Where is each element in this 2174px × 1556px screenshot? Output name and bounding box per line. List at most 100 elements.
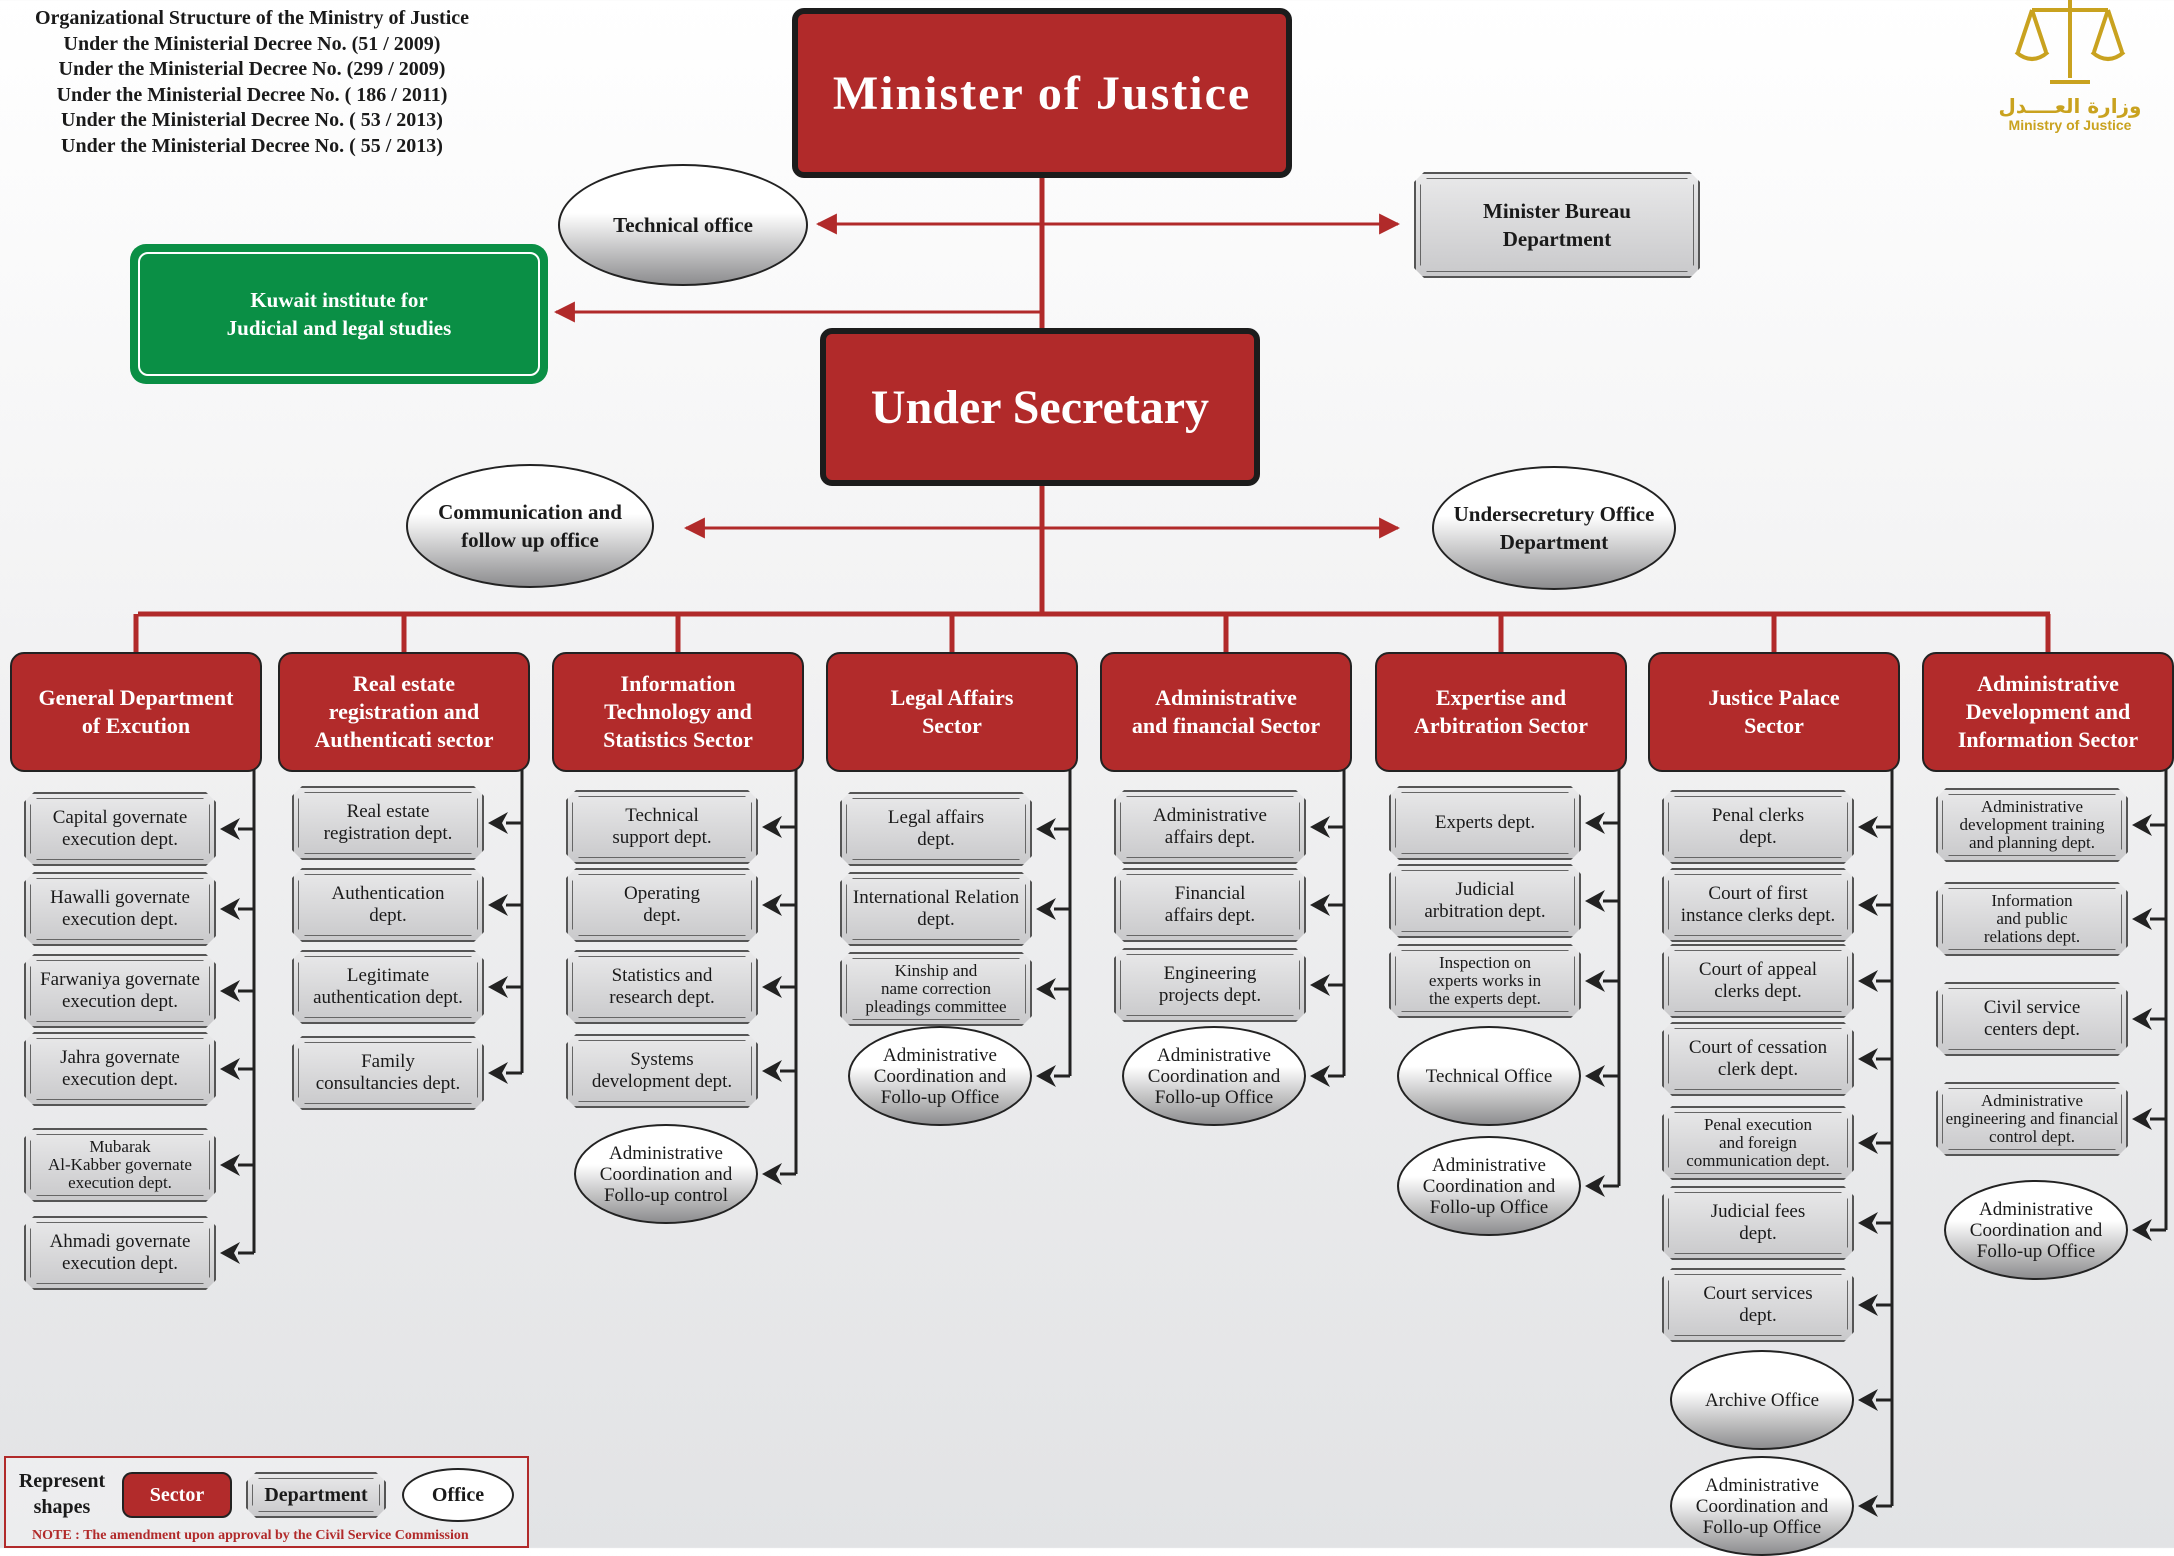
connector-arrow [220,980,240,1002]
sector-box: Justice Palace Sector [1648,652,1900,772]
department-unit: Administrative engineering and financial… [1936,1082,2128,1156]
department-unit: Court of cessation clerk dept. [1662,1022,1854,1096]
department-unit: Family consultancies dept. [292,1036,484,1110]
department-unit: Jahra governate execution dept. [24,1032,216,1106]
connector-arrow [1310,816,1330,838]
connector-arrow [1858,1495,1878,1517]
department-unit: Systems development dept. [566,1034,758,1108]
department-unit: Judicial fees dept. [1662,1186,1854,1260]
department-unit: Operating dept. [566,868,758,942]
legend-office-shape: Office [402,1468,514,1522]
office-unit: Administrative Coordination and Follo-up… [848,1026,1032,1126]
department-unit: Farwaniya governate execution dept. [24,954,216,1028]
connector-arrow [2132,1008,2152,1030]
sector-box: Administrative and financial Sector [1100,652,1352,772]
ministry-logo: وزارة العــــدل Ministry of Justice [1990,0,2150,140]
legend-note: NOTE : The amendment upon approval by th… [32,1528,469,1544]
sector-box: Expertise and Arbitration Sector [1375,652,1627,772]
connector-arrow [1310,1065,1330,1087]
legend-title: Represent shapes [18,1470,106,1518]
department-unit: Inspection on experts works in the exper… [1389,944,1581,1018]
department-unit: Capital governate execution dept. [24,792,216,866]
connector-arrow [762,894,782,916]
connector-arrow [1310,894,1330,916]
header-decree: Under the Ministerial Decree No. ( 53 / … [61,109,443,131]
sector-box: Administrative Development and Informati… [1922,652,2174,772]
department-unit: Legal affairs dept. [840,792,1032,866]
chart-header: Organizational Structure of the Ministry… [22,6,482,159]
communication-office: Communication and follow up office [406,464,654,588]
sector-box: General Department of Excution [10,652,262,772]
department-unit: Information and public relations dept. [1936,882,2128,956]
office-unit: Administrative Coordination and Follo-up… [1122,1026,1306,1126]
connector-arrow [220,1154,240,1176]
logo-arabic: وزارة العــــدل [1998,94,2142,118]
logo-english: Ministry of Justice [2008,117,2132,133]
department-unit: Technical support dept. [566,790,758,864]
connector-arrow [488,894,508,916]
connector-arrow [1585,812,1605,834]
department-unit: Penal execution and foreign communicatio… [1662,1106,1854,1180]
technical-office: Technical office [558,164,808,286]
connector-arrow [1858,970,1878,992]
department-unit: Judicial arbitration dept. [1389,864,1581,938]
department-unit: Kinship and name correction pleadings co… [840,952,1032,1026]
connector-arrow [1310,974,1330,996]
department-unit: Court services dept. [1662,1268,1854,1342]
department-unit: Court of appeal clerks dept. [1662,944,1854,1018]
connector-arrow [762,1163,782,1185]
department-unit: Statistics and research dept. [566,950,758,1024]
legend-department-shape: Department [246,1472,386,1518]
sector-box: Information Technology and Statistics Se… [552,652,804,772]
office-unit: Administrative Coordination and Follo-up… [574,1124,758,1224]
under-secretary-box: Under Secretary [820,328,1260,486]
connector-arrow [1858,894,1878,916]
connector-arrow [1858,1294,1878,1316]
header-decree: Under the Ministerial Decree No. ( 186 /… [56,83,448,106]
connector-arrow [220,898,240,920]
kuwait-institute-box: Kuwait institute for Judicial and legal … [130,244,548,384]
department-unit: Mubarak Al-Kabber governate execution de… [24,1128,216,1202]
connector-arrow [762,1060,782,1082]
department-unit: International Relation dept. [840,872,1032,946]
connector-arrow [220,818,240,840]
connector-arrow [762,976,782,998]
office-unit: Administrative Coordination and Follo-up… [1944,1180,2128,1280]
legend: Represent shapes Sector Department Offic… [4,1456,529,1548]
department-unit: Experts dept. [1389,786,1581,860]
header-decree: Under the Ministerial Decree No. (299 / … [58,58,446,80]
connector-arrow [1036,898,1056,920]
minister-of-justice-box: Minister of Justice [792,8,1292,178]
department-unit: Real estate registration dept. [292,786,484,860]
minister-bureau-dept: Minister Bureau Department [1414,172,1700,278]
sector-box: Legal Affairs Sector [826,652,1078,772]
connector-arrow [1585,970,1605,992]
legend-note-text: The amendment upon approval by the Civil… [83,1528,469,1543]
department-unit: Court of first instance clerks dept. [1662,868,1854,942]
connector-arrow [488,1062,508,1084]
legend-note-label: NOTE : [32,1528,80,1543]
connector-arrow [1036,978,1056,1000]
header-title: Organizational Structure of the Ministry… [34,7,469,29]
department-unit: Financial affairs dept. [1114,868,1306,942]
connector-arrow [762,816,782,838]
connector-arrow [220,1058,240,1080]
connector-arrow [1585,890,1605,912]
office-unit: Administrative Coordination and Follo-up… [1397,1136,1581,1236]
connector-arrow [2132,908,2152,930]
department-unit: Civil service centers dept. [1936,982,2128,1056]
legend-sector-shape: Sector [122,1472,232,1518]
connector-arrow [1585,1175,1605,1197]
connector-arrow [1858,1212,1878,1234]
department-unit: Penal clerks dept. [1662,790,1854,864]
connector-arrow [1858,1389,1878,1411]
department-unit: Ahmadi governate execution dept. [24,1216,216,1290]
connector-arrow [488,812,508,834]
connector-arrow [2132,1108,2152,1130]
connector-arrow [1585,1065,1605,1087]
connector-arrow [1036,818,1056,840]
office-unit: Administrative Coordination and Follo-up… [1670,1456,1854,1556]
connector-arrow [220,1242,240,1264]
connector-arrow [488,976,508,998]
